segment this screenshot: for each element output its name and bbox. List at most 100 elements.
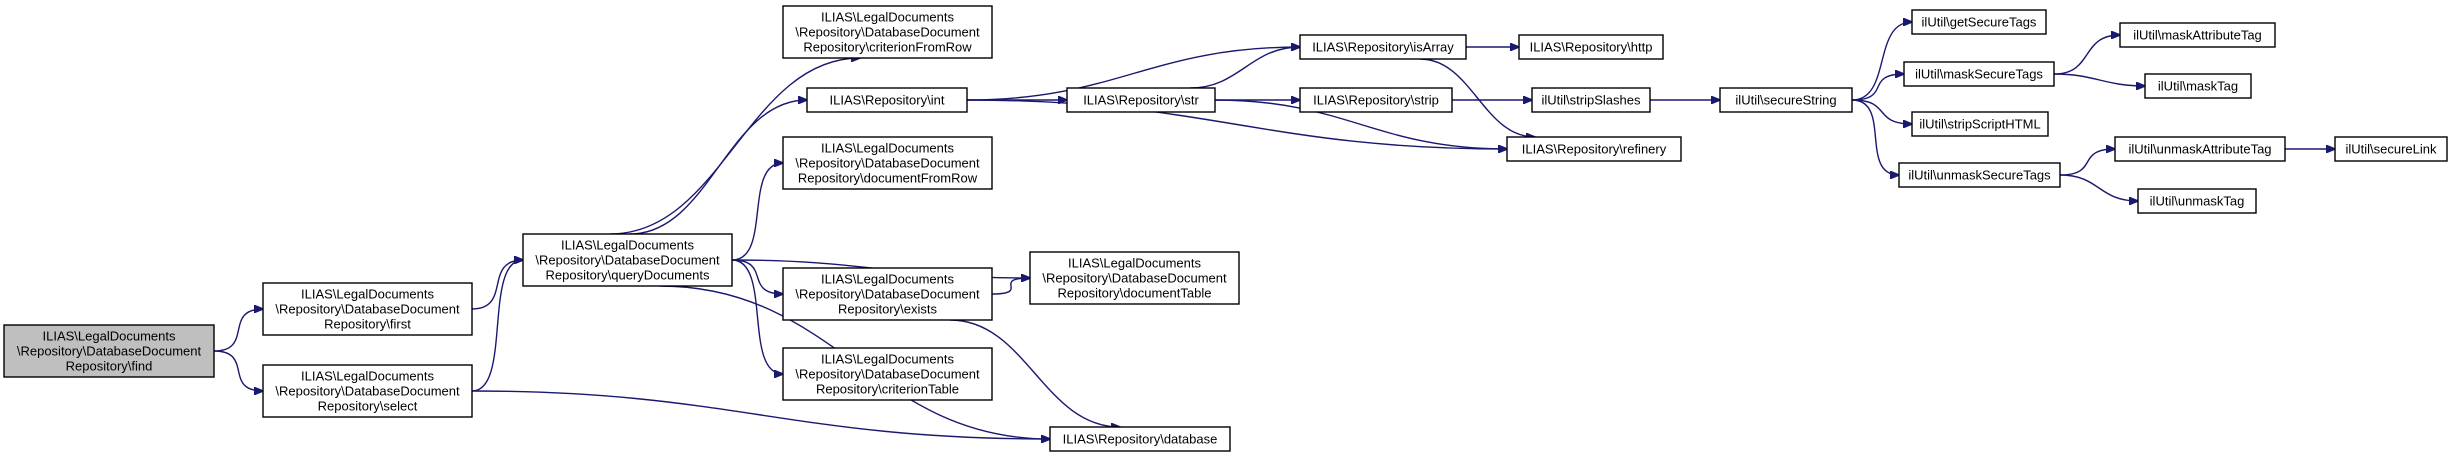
node-label-stripScriptHTML-line-0: ilUtil\stripScriptHTML <box>1919 117 2040 132</box>
node-label-first-line-1: \Repository\DatabaseDocument <box>275 302 460 317</box>
edge-select-to-queryDocuments <box>471 260 523 392</box>
node-box-find <box>3 324 215 378</box>
node-label-documentTable-line-0: ILIAS\LegalDocuments <box>1068 256 1201 271</box>
node-label-isArray-line-0: ILIAS\Repository\isArray <box>1312 40 1454 55</box>
edge-queryDocuments-to-documentFromRow <box>731 163 783 261</box>
node-label-http-line-0: ILIAS\Repository\http <box>1530 40 1653 55</box>
node-label-criterionFromRow-line-1: \Repository\DatabaseDocument <box>795 25 980 40</box>
node-box-select <box>262 364 473 418</box>
node-isArray[interactable]: ILIAS\Repository\isArray <box>1299 34 1467 60</box>
node-box-refinery <box>1506 136 1682 162</box>
node-label-find-line-1: \Repository\DatabaseDocument <box>17 344 202 359</box>
node-unmaskTag[interactable]: ilUtil\unmaskTag <box>2137 188 2257 214</box>
node-label-documentFromRow-line-1: \Repository\DatabaseDocument <box>795 156 980 171</box>
node-label-exists-line-1: \Repository\DatabaseDocument <box>795 287 980 302</box>
node-box-criterionTable <box>782 347 993 401</box>
node-label-exists-line-2: Repository\exists <box>838 302 937 317</box>
edge-str-to-isArray <box>1189 47 1300 89</box>
node-label-documentFromRow-line-0: ILIAS\LegalDocuments <box>821 141 954 156</box>
node-box-secureLink <box>2334 136 2448 162</box>
edge-queryDocuments-to-criterionTable <box>731 259 783 374</box>
edge-isArray-to-refinery <box>1419 58 1535 137</box>
node-stripScriptHTML[interactable]: ilUtil\stripScriptHTML <box>1911 111 2049 137</box>
edge-find-to-select <box>213 350 263 391</box>
node-label-select-line-1: \Repository\DatabaseDocument <box>275 384 460 399</box>
node-label-maskAttributeTag-line-0: ilUtil\maskAttributeTag <box>2133 28 2262 43</box>
edge-secureString-to-maskSecureTags <box>1851 74 1904 101</box>
node-secureLink[interactable]: ilUtil\secureLink <box>2334 136 2448 162</box>
node-exists[interactable]: ILIAS\LegalDocuments\Repository\Database… <box>782 267 993 321</box>
node-find[interactable]: ILIAS\LegalDocuments\Repository\Database… <box>3 324 215 378</box>
node-label-unmaskSecureTags-line-0: ilUtil\unmaskSecureTags <box>1908 168 2051 183</box>
node-label-documentTable-line-2: Repository\documentTable <box>1058 286 1212 301</box>
node-box-int <box>806 87 968 113</box>
edge-secureString-to-unmaskSecureTags <box>1851 99 1899 175</box>
node-maskSecureTags[interactable]: ilUtil\maskSecureTags <box>1903 61 2055 87</box>
node-label-criterionTable-line-0: ILIAS\LegalDocuments <box>821 352 954 367</box>
node-stripSlashes[interactable]: ilUtil\stripSlashes <box>1531 87 1651 113</box>
node-label-str-line-0: ILIAS\Repository\str <box>1083 93 1199 108</box>
node-documentTable[interactable]: ILIAS\LegalDocuments\Repository\Database… <box>1029 251 1240 305</box>
node-label-documentFromRow-line-2: Repository\documentFromRow <box>798 171 978 186</box>
node-box-getSecureTags <box>1911 9 2047 35</box>
node-maskAttributeTag[interactable]: ilUtil\maskAttributeTag <box>2119 22 2276 48</box>
node-http[interactable]: ILIAS\Repository\http <box>1518 34 1664 60</box>
node-label-queryDocuments-line-0: ILIAS\LegalDocuments <box>561 238 694 253</box>
nodes-layer: ILIAS\LegalDocuments\Repository\Database… <box>3 5 2448 452</box>
node-label-first-line-2: Repository\first <box>324 317 411 332</box>
edge-first-to-queryDocuments <box>471 260 523 310</box>
node-label-criterionFromRow-line-0: ILIAS\LegalDocuments <box>821 10 954 25</box>
node-unmaskAttributeTag[interactable]: ilUtil\unmaskAttributeTag <box>2114 136 2286 162</box>
node-box-stripSlashes <box>1531 87 1651 113</box>
node-label-queryDocuments-line-1: \Repository\DatabaseDocument <box>535 253 720 268</box>
edge-exists-to-database <box>949 319 1120 427</box>
node-first[interactable]: ILIAS\LegalDocuments\Repository\Database… <box>262 282 473 336</box>
node-secureString[interactable]: ilUtil\secureString <box>1719 87 1853 113</box>
node-label-stripSlashes-line-0: ilUtil\stripSlashes <box>1542 93 1641 108</box>
node-database[interactable]: ILIAS\Repository\database <box>1049 426 1231 452</box>
edge-int-to-isArray <box>966 47 1300 101</box>
node-documentFromRow[interactable]: ILIAS\LegalDocuments\Repository\Database… <box>782 136 993 190</box>
edge-str-to-refinery <box>1214 99 1507 149</box>
node-box-unmaskAttributeTag <box>2114 136 2286 162</box>
edge-select-to-database <box>471 390 1050 439</box>
node-label-criterionFromRow-line-2: Repository\criterionFromRow <box>803 40 972 55</box>
node-box-unmaskTag <box>2137 188 2257 214</box>
node-box-maskSecureTags <box>1903 61 2055 87</box>
node-box-secureString <box>1719 87 1853 113</box>
node-label-strip-line-0: ILIAS\Repository\strip <box>1313 93 1439 108</box>
node-label-find-line-2: Repository\find <box>66 359 153 374</box>
node-strip[interactable]: ILIAS\Repository\strip <box>1299 87 1453 113</box>
node-box-exists <box>782 267 993 321</box>
edge-secureString-to-stripScriptHTML <box>1851 99 1912 124</box>
node-select[interactable]: ILIAS\LegalDocuments\Repository\Database… <box>262 364 473 418</box>
edge-maskSecureTags-to-maskAttributeTag <box>2053 35 2120 75</box>
node-criterionTable[interactable]: ILIAS\LegalDocuments\Repository\Database… <box>782 347 993 401</box>
node-criterionFromRow[interactable]: ILIAS\LegalDocuments\Repository\Database… <box>782 5 993 59</box>
node-str[interactable]: ILIAS\Repository\str <box>1066 87 1216 113</box>
node-refinery[interactable]: ILIAS\Repository\refinery <box>1506 136 1682 162</box>
node-label-getSecureTags-line-0: ilUtil\getSecureTags <box>1922 15 2037 30</box>
node-box-database <box>1049 426 1231 452</box>
node-queryDocuments[interactable]: ILIAS\LegalDocuments\Repository\Database… <box>522 233 733 287</box>
edge-maskSecureTags-to-maskTag <box>2053 73 2145 86</box>
node-int[interactable]: ILIAS\Repository\int <box>806 87 968 113</box>
node-getSecureTags[interactable]: ilUtil\getSecureTags <box>1911 9 2047 35</box>
node-label-exists-line-0: ILIAS\LegalDocuments <box>821 272 954 287</box>
node-label-select-line-0: ILIAS\LegalDocuments <box>301 369 434 384</box>
node-box-str <box>1066 87 1216 113</box>
edge-secureString-to-getSecureTags <box>1851 22 1912 101</box>
node-label-find-line-0: ILIAS\LegalDocuments <box>43 329 176 344</box>
node-box-documentFromRow <box>782 136 993 190</box>
node-label-database-line-0: ILIAS\Repository\database <box>1063 432 1218 447</box>
node-box-criterionFromRow <box>782 5 993 59</box>
node-box-stripScriptHTML <box>1911 111 2049 137</box>
node-box-unmaskSecureTags <box>1898 162 2061 188</box>
node-unmaskSecureTags[interactable]: ilUtil\unmaskSecureTags <box>1898 162 2061 188</box>
node-maskTag[interactable]: ilUtil\maskTag <box>2144 73 2252 99</box>
node-label-secureLink-line-0: ilUtil\secureLink <box>2345 142 2437 157</box>
node-label-unmaskTag-line-0: ilUtil\unmaskTag <box>2150 194 2245 209</box>
edge-unmaskSecureTags-to-unmaskAttributeTag <box>2059 149 2115 176</box>
node-box-strip <box>1299 87 1453 113</box>
edge-queryDocuments-to-int <box>629 100 807 235</box>
